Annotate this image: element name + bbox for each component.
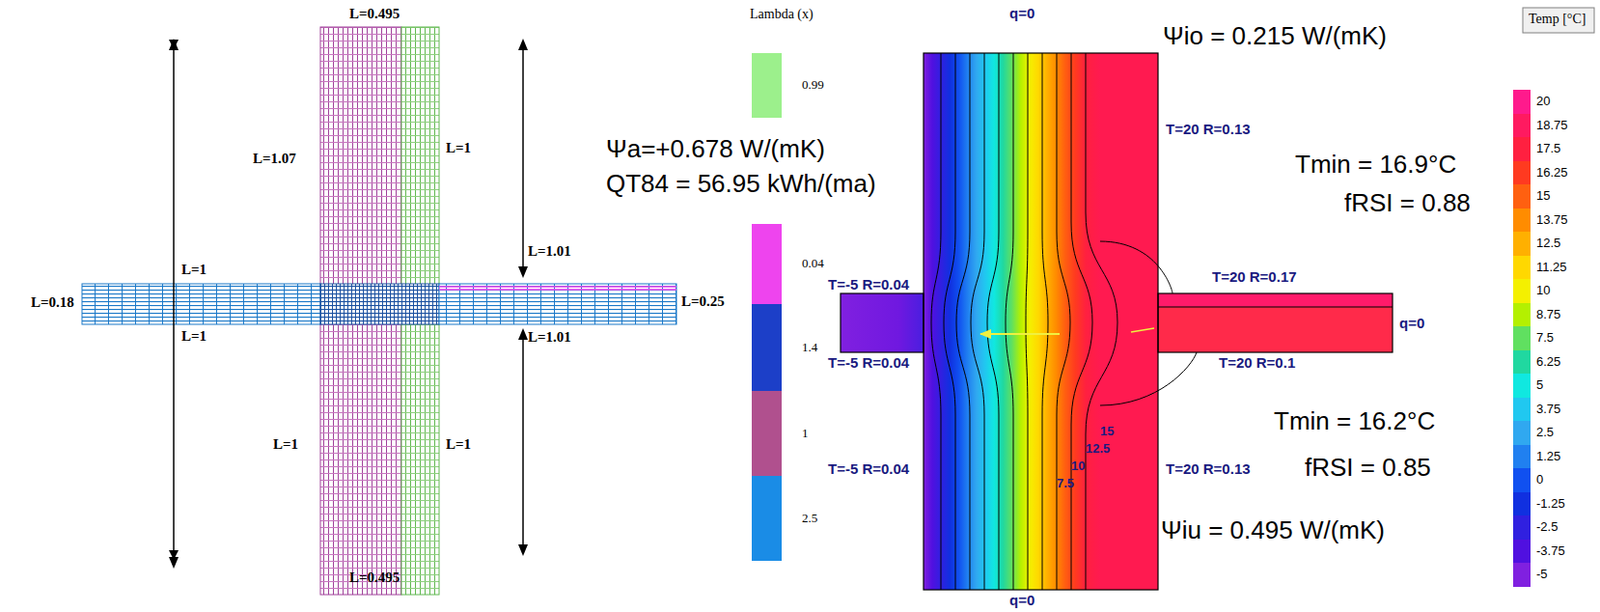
boundary-condition: q=0: [1399, 315, 1425, 332]
legend-text: -1.25: [1536, 496, 1566, 511]
legend-heading: Temp [°C]: [1528, 11, 1586, 27]
mesh-length-label: L=0.495: [349, 5, 400, 23]
mesh-length-label: L=0.18: [30, 294, 75, 311]
legend-swatch: [1513, 373, 1531, 398]
legend-text: 0: [1536, 472, 1544, 487]
legend-text: 17.5: [1536, 141, 1561, 156]
legend-swatch: [1513, 231, 1531, 256]
boundary-condition: T=20 R=0.17: [1212, 269, 1297, 286]
legend-swatch: [1513, 492, 1531, 517]
legend-swatch: [751, 390, 782, 476]
boundary-condition: T=-5 R=0.04: [827, 355, 910, 372]
legend-swatch: [1513, 539, 1531, 564]
legend-heading: Lambda (x): [749, 6, 814, 22]
result-value: Ψiu = 0.495 W/(mK): [1160, 516, 1385, 545]
legend-swatch: [1513, 350, 1531, 375]
legend-text: 2.5: [801, 511, 818, 525]
legend-text: 10: [1536, 283, 1550, 298]
mesh-length-label: L=1: [181, 328, 207, 345]
result-value: QT84 = 56.95 kWh/(ma): [606, 169, 877, 198]
legend-swatch: [1513, 113, 1531, 138]
boundary-condition: T=-5 R=0.04: [827, 461, 910, 478]
legend-text: 8.75: [1536, 307, 1561, 322]
legend-text: 20: [1536, 94, 1550, 109]
result-value: Tmin = 16.9°C: [1295, 150, 1457, 179]
boundary-condition: T=20 R=0.13: [1165, 461, 1251, 478]
boundary-condition: T=-5 R=0.04: [827, 276, 910, 294]
legend-swatch: [1513, 562, 1531, 587]
mesh-length-label: L=0.495: [349, 569, 400, 586]
legend-swatch: [1513, 397, 1531, 422]
result-value: fRSI = 0.85: [1304, 453, 1432, 482]
legend-swatch: [1513, 515, 1531, 540]
legend-swatch: [1513, 161, 1531, 186]
legend-swatch: [1513, 420, 1531, 445]
legend-swatch: [1513, 208, 1531, 233]
legend-swatch: [751, 475, 782, 561]
legend-text: 0.04: [801, 256, 825, 271]
legend-swatch: [1513, 303, 1531, 328]
legend-swatch: [1513, 137, 1531, 162]
legend-text: 5: [1536, 378, 1544, 392]
legend-text: 12.5: [1536, 236, 1561, 250]
legend-swatch: [1513, 444, 1531, 469]
legend-swatch: [1513, 326, 1531, 351]
legend-text: 1: [801, 426, 809, 441]
legend-text: 16.25: [1536, 165, 1569, 180]
result-value: Tmin = 16.2°C: [1273, 407, 1435, 436]
legend-swatch: [1513, 255, 1531, 280]
legend-swatch: [1513, 278, 1531, 304]
legend-text: 6.25: [1536, 355, 1561, 369]
boundary-condition: q=0: [1009, 5, 1035, 23]
mesh-length-label: L=1.07: [252, 150, 297, 167]
boundary-condition: T=20 R=0.1: [1218, 355, 1296, 372]
legend-text: 15: [1536, 189, 1550, 203]
isotherm-label: 12.5: [1085, 441, 1110, 456]
mesh-length-label: L=1: [445, 139, 471, 157]
legend-text: 13.75: [1536, 213, 1569, 227]
isotherm-label: 15: [1100, 424, 1114, 439]
legend-swatch: [1513, 468, 1531, 493]
legend-text: 2.5: [1536, 425, 1554, 440]
legend-text: 11.25: [1536, 260, 1568, 275]
isotherm-label: 10: [1071, 459, 1085, 473]
isotherm-label: 7.5: [1056, 476, 1075, 491]
boundary-condition: q=0: [1009, 592, 1035, 609]
result-value: Ψa=+0.678 W/(mK): [606, 135, 826, 164]
mesh-length-label: L=1: [445, 436, 471, 453]
legend-text: 0.99: [801, 78, 825, 92]
legend-text: 3.75: [1536, 402, 1561, 416]
legend-text: -5: [1536, 567, 1548, 581]
mesh-length-label: L=1: [181, 261, 207, 278]
legend-swatch: [751, 223, 782, 304]
legend-text: 1.25: [1536, 449, 1561, 464]
legend-swatch: [751, 303, 782, 391]
legend-swatch: [1513, 184, 1531, 209]
mesh-length-label: L=0.25: [681, 293, 725, 310]
legend-swatch: [751, 53, 782, 118]
mesh-length-label: L=1.01: [527, 243, 572, 260]
legend-text: -2.5: [1536, 520, 1558, 534]
legend-text: 7.5: [1536, 331, 1554, 345]
result-value: fRSI = 0.88: [1344, 189, 1471, 218]
legend-text: -3.75: [1536, 544, 1566, 558]
legend-text: 1.4: [801, 340, 818, 355]
boundary-condition: T=20 R=0.13: [1165, 121, 1251, 138]
mesh-length-label: L=1.01: [527, 329, 572, 346]
mesh-length-label: L=1: [273, 436, 299, 453]
legend-text: 18.75: [1536, 118, 1569, 133]
legend-swatch: [1513, 89, 1531, 114]
result-value: Ψio = 0.215 W/(mK): [1162, 22, 1387, 51]
